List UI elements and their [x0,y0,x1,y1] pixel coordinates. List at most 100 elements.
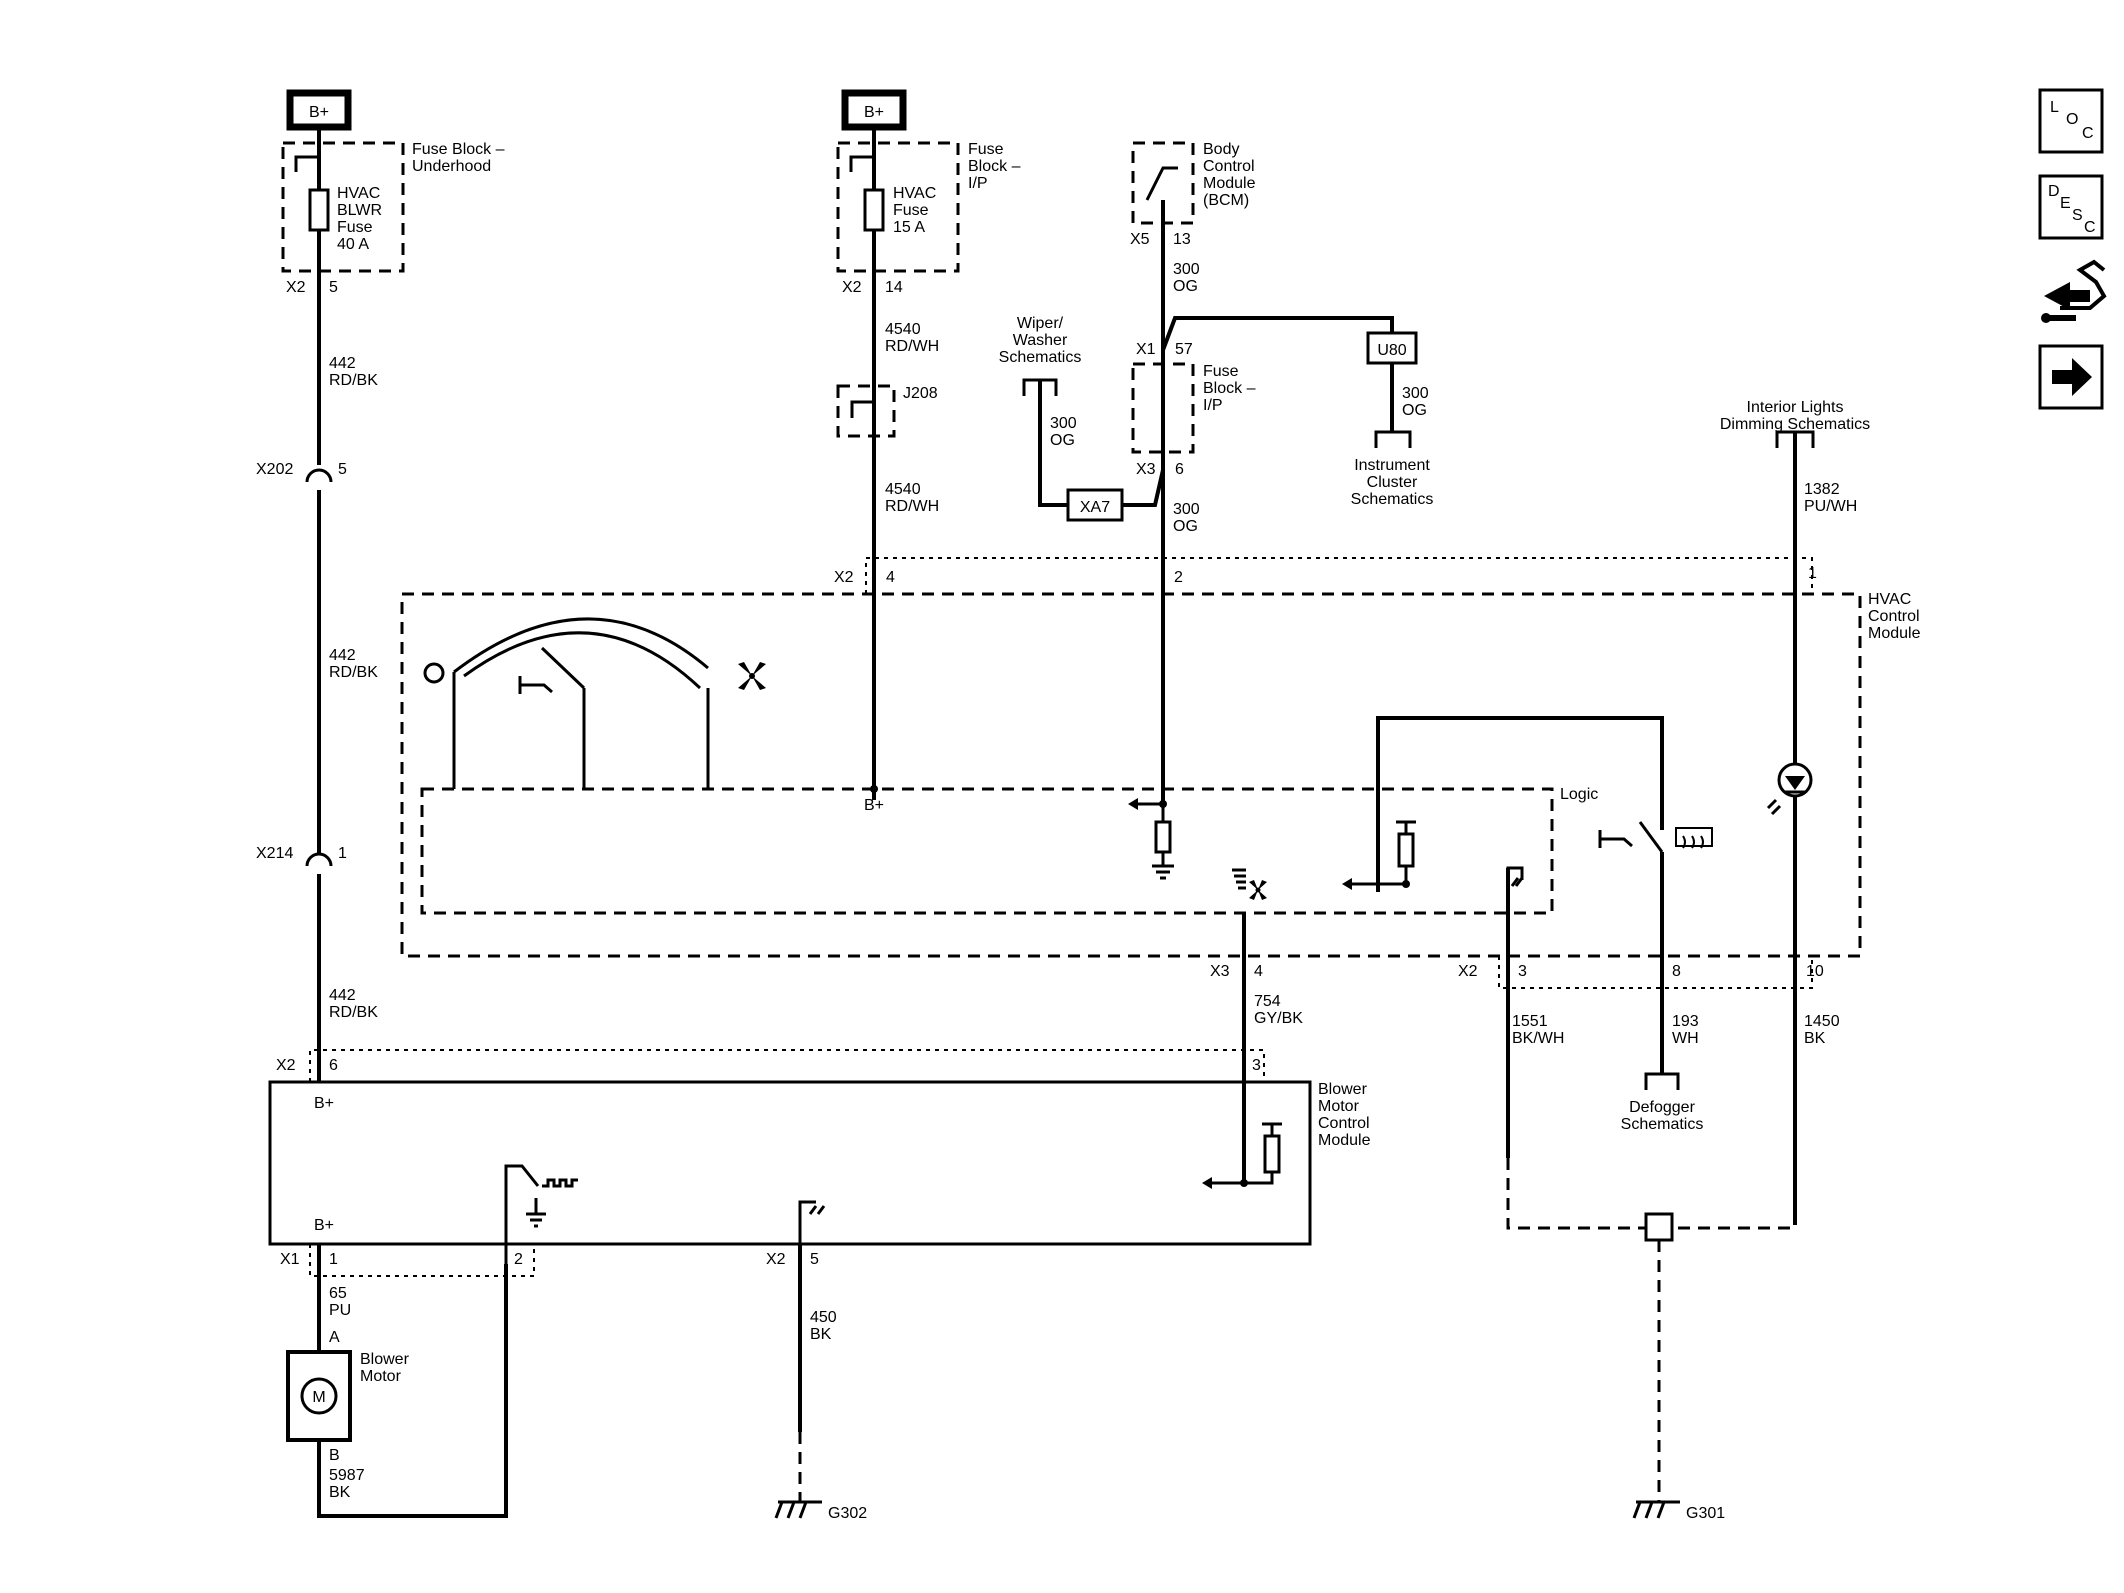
conn-x1-1-pin: 1 [329,1251,338,1268]
bmcm-x1-connector-bottom [309,1244,535,1277]
conn-x3-4-pin: 4 [1254,963,1263,980]
ground-g301-icon [1632,1500,1680,1519]
arrow-right-icon [2052,358,2092,396]
hvac-fuse-15a [863,188,885,232]
blower-off-icon [423,662,445,684]
loc-button[interactable]: L O C [2038,88,2104,154]
svg-text:C: C [2084,219,2096,236]
fuse-block-ip-outline [836,141,960,273]
defogger-switch-contact [1638,821,1664,853]
bmcm-x2-connector-top [309,1049,1265,1082]
conn-x3-4-label: X3 [1210,963,1230,980]
fuse-block-underhood-outline [281,141,405,273]
g302-label: G302 [828,1505,867,1522]
connector-tool-icon[interactable] [2041,259,2107,323]
conn-x2-5-label: X2 [286,279,306,296]
blower-motor-body [286,1350,352,1442]
logic-ground-icon [1152,852,1174,880]
bmcm-bplus-top: B+ [314,1095,334,1112]
conn-x2-4-pin: 4 [886,569,895,586]
hvac-x2-connector-bottom [1498,956,1813,989]
conn-x1-1-label: X1 [280,1251,300,1268]
x202-connector-symbol [305,468,333,483]
ip-busbar-switch [849,155,874,172]
blower-switch-contact [540,646,586,690]
defogger-ref-bracket [1644,1072,1680,1090]
bplus-mid-label: B+ [864,104,884,121]
conn-x2-14-pin: 14 [885,279,903,296]
pin-2-label: 2 [1174,569,1183,586]
conn-x2-3-label: X2 [1458,963,1478,980]
conn-x202-label: X202 [256,461,293,478]
fuse-block-ip2-outline [1131,362,1195,454]
conn-x5-13-label: X5 [1130,231,1150,248]
hvac-blwr-fuse-40a [308,188,330,232]
conn-x2-6-label: X2 [276,1057,296,1074]
logic-label: Logic [1560,786,1598,803]
blower-pin-a: A [329,1329,340,1346]
conn-x2-5-pin: 5 [329,279,338,296]
conn-x2-5b-label: X2 [766,1251,786,1268]
desc-button[interactable]: D E S C [2038,174,2104,240]
ground-g302-icon [774,1500,822,1519]
wire-300-to-u80 [1161,316,1394,351]
hvac-bplus-label: B+ [864,797,884,814]
j208-label: J208 [903,385,938,402]
fuse-block-underhood-title: Fuse Block –Underhood [412,141,505,175]
blower-speed-signal-icon [1232,868,1267,900]
bmcm-input-resistor [1263,1134,1281,1174]
pin-3-label: 3 [1252,1057,1261,1074]
x214-connector-symbol [305,852,333,867]
instrument-cluster-ref-bracket [1374,430,1412,448]
conn-x2-3-pin: 3 [1518,963,1527,980]
conn-x2-5b-pin: 5 [810,1251,819,1268]
bplus-mid-terminal: B+ [841,89,907,131]
ground-splice-dashed [1506,1158,1797,1230]
j208-splice-outline [836,384,896,438]
bmcm-bplus-bottom: B+ [314,1217,334,1234]
xa7-label: XA7 [1080,499,1110,516]
svg-text:E: E [2060,195,2071,212]
wire-5987 [317,1264,508,1518]
pulldown-resistor [1154,820,1172,854]
blower-motor-control-module-outline [268,1080,1312,1246]
blower-speed-selector-arc [453,617,709,674]
module-ground-icon [808,1205,826,1215]
defogger-switch-actuator-icon [1598,830,1633,848]
conn-x2-4-label: X2 [834,569,854,586]
motor-icon [300,1377,338,1415]
conn-x2-14-label: X2 [842,279,862,296]
wire-300-to-xa7 [1038,380,1068,507]
pwm-driver-symbol [504,1164,540,1264]
conn-x214-label: X214 [256,845,293,862]
g301-label: G301 [1686,1505,1725,1522]
conn-x214-pin: 1 [338,845,347,862]
next-page-button[interactable] [2038,344,2104,410]
bplus-left-label: B+ [309,104,329,121]
svg-text:C: C [2082,125,2094,142]
conn-x5-13-pin: 13 [1173,231,1191,248]
conn-x1-57-pin: 57 [1175,341,1193,358]
u80-block [1366,331,1418,365]
bcm-switch-symbol [1145,166,1178,201]
pwm-waveform-icon [542,1178,578,1188]
